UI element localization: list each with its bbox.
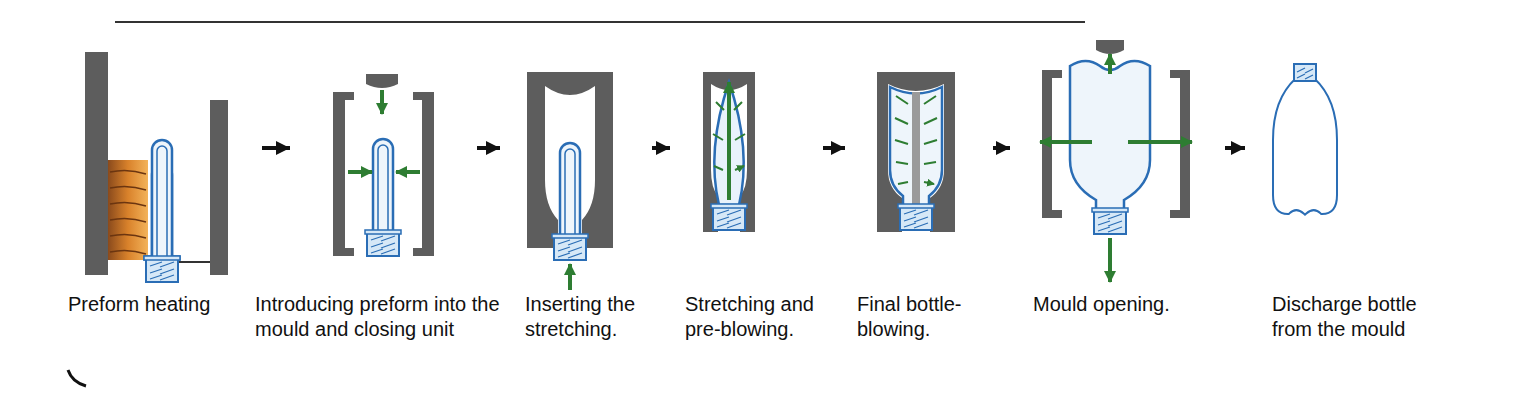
pre-blow-mould-part: [727, 82, 731, 200]
heating-oven-part: [85, 52, 108, 275]
final-blow-mould-part: [888, 84, 944, 232]
pre-blow-mould-part: [711, 204, 747, 230]
flow-arrow: [823, 146, 845, 150]
opening-mould-part: [1092, 208, 1128, 234]
closed-mould: [527, 72, 613, 290]
opening-mould-part: [1108, 54, 1112, 74]
process-stage: Introducing preform into the mould and c…: [292, 40, 475, 285]
opening-mould: [1040, 40, 1192, 282]
heating-oven-part: [152, 140, 172, 258]
process-stage: Final bottle-blowing.: [847, 40, 991, 285]
closed-mould-part: [568, 264, 572, 290]
flow-arrow: [993, 146, 1010, 150]
pre-blow-mould-part: [703, 72, 755, 232]
pre-blow-mould-part: [714, 82, 743, 205]
final-blow-mould-part: [877, 72, 955, 232]
finished-bottle-part: [1275, 80, 1335, 212]
process-stage: Inserting the stretching.: [502, 40, 650, 285]
finished-bottle: [1275, 64, 1335, 212]
finished-bottle-part: [1294, 64, 1316, 81]
stage-caption: Inserting the stretching.: [525, 292, 665, 342]
final-blow-mould-part: [898, 204, 934, 230]
heating-oven-part: [176, 261, 210, 263]
heating-oven-part: [110, 170, 146, 254]
stage-caption: Stretching and pre-blowing.: [685, 292, 835, 342]
heating-oven-part: [108, 160, 148, 260]
open-mould-part: [396, 170, 420, 174]
opening-mould-part: [1128, 140, 1192, 144]
heating-oven-part: [144, 256, 180, 282]
process-stage: Discharge bottle from the mould: [1247, 40, 1377, 285]
finished-bottle-part: [1275, 80, 1335, 212]
stage-caption: Introducing preform into the mould and c…: [255, 292, 510, 342]
process-stage: Preform heating: [60, 40, 260, 285]
flow-arrow: [1225, 146, 1245, 150]
heating-oven-part: [157, 146, 167, 258]
process-stage: Mould opening.: [1012, 40, 1223, 285]
open-mould-part: [366, 74, 398, 88]
flow-arrow: [262, 146, 290, 150]
opening-mould-part: [1108, 238, 1112, 282]
open-mould-part: [380, 90, 384, 114]
stage-caption: Discharge bottle from the mould: [1272, 292, 1437, 342]
open-mould: [333, 74, 434, 256]
stage-caption: Final bottle-blowing.: [857, 292, 982, 342]
open-mould-part: [365, 139, 401, 256]
stage-caption: Preform heating: [68, 292, 268, 317]
final-blow-mould-part: [890, 87, 942, 206]
opening-mould-part: [1096, 40, 1124, 54]
pre-blow-mould: [703, 72, 755, 232]
stage-caption: Mould opening.: [1033, 292, 1213, 317]
final-blow-mould-part: [912, 92, 920, 206]
corner-mark: [68, 370, 86, 386]
closed-mould-part: [552, 143, 588, 260]
heating-oven-part: [210, 100, 228, 275]
finished-bottle-part: [1297, 68, 1313, 79]
final-blow-mould: [877, 72, 955, 232]
flow-arrow: [477, 146, 500, 150]
top-rule: [115, 21, 1085, 23]
heating-oven: [85, 52, 228, 282]
pre-blow-mould-part: [713, 102, 745, 170]
flow-arrow: [652, 146, 670, 150]
final-blow-mould-part: [895, 96, 937, 184]
open-mould-part: [348, 170, 372, 174]
process-stage: Stretching and pre-blowing.: [672, 40, 821, 285]
opening-mould-part: [1070, 61, 1150, 210]
opening-mould-part: [1040, 140, 1092, 144]
